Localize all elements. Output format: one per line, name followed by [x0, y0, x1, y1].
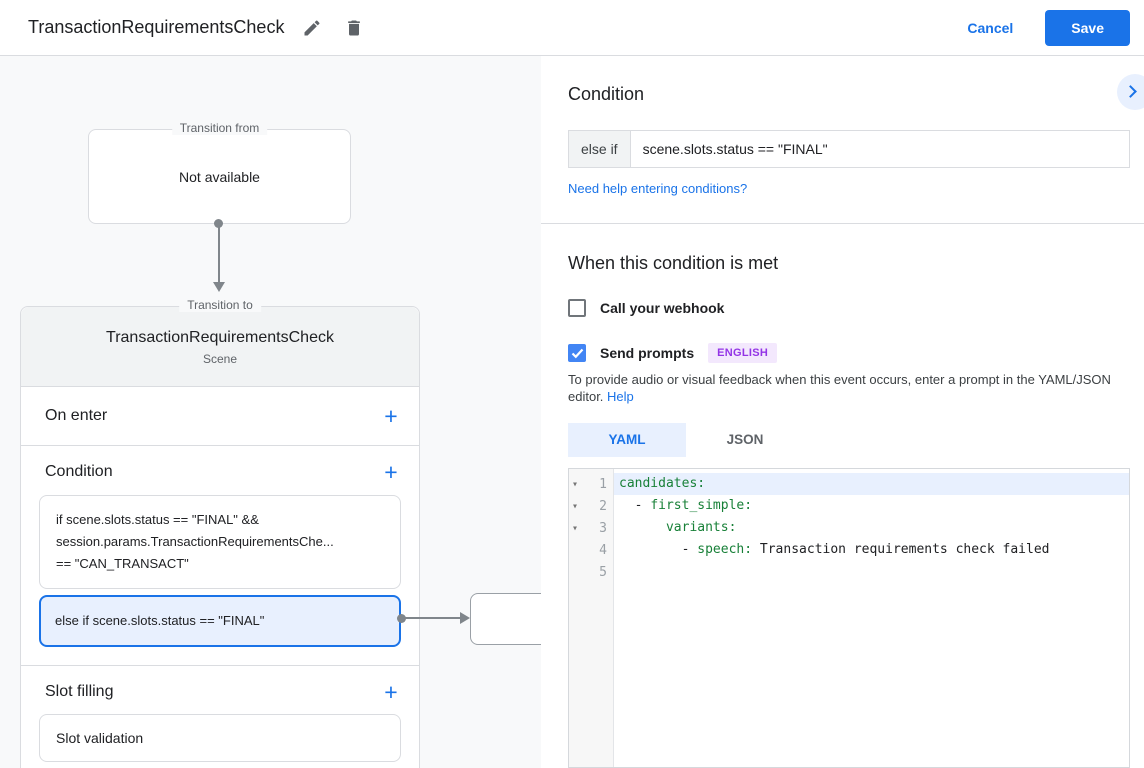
transition-from-content: Not available — [179, 168, 260, 185]
line-number: 5 — [599, 564, 607, 580]
condition-expression-row: else if — [568, 130, 1130, 168]
code-line[interactable]: - speech: Transaction requirements check… — [619, 542, 1050, 557]
connector-line-down — [218, 226, 220, 282]
line-number: 3 — [599, 520, 607, 536]
prompts-description: To provide audio or visual feedback when… — [568, 372, 1130, 405]
slot-item-validation[interactable]: Slot validation — [39, 714, 401, 762]
editor-tabs: YAML JSON — [568, 423, 1130, 457]
fold-arrow-icon[interactable]: ▾ — [572, 500, 579, 512]
condition-prefix-label: else if — [569, 131, 631, 167]
prompts-description-text: To provide audio or visual feedback when… — [568, 372, 1111, 404]
page-title: TransactionRequirementsCheck — [28, 17, 285, 37]
editor-line: 4 - speech: Transaction requirements che… — [569, 539, 1129, 561]
line-number: 1 — [599, 476, 607, 492]
when-met-section: When this condition is met Call your web… — [541, 224, 1144, 768]
on-enter-label: On enter — [45, 407, 108, 424]
collapse-panel-button[interactable] — [1117, 74, 1144, 110]
checkmark-icon — [571, 348, 583, 358]
webhook-label: Call your webhook — [600, 300, 725, 316]
connector-arrow-down-icon — [213, 282, 225, 292]
send-prompts-row: Send prompts ENGLISH — [568, 343, 1130, 363]
condition-editor-section: Condition else if Need help entering con… — [541, 56, 1144, 223]
fold-arrow-icon[interactable]: ▾ — [572, 478, 579, 490]
condition-item-if[interactable]: if scene.slots.status == "FINAL" && sess… — [39, 495, 401, 589]
slot-filling-label: Slot filling — [45, 683, 114, 700]
transition-from-card[interactable]: Transition from Not available — [88, 121, 351, 224]
editor-line: ▾ 3 variants: — [569, 517, 1129, 539]
yaml-editor[interactable]: ▾ 1 candidates: ▾ 2 - first_simple: ▾ — [568, 468, 1130, 768]
header-actions: Cancel Save — [967, 9, 1130, 46]
edit-scene-button[interactable] — [298, 14, 326, 42]
slot-filling-section: Slot filling + Slot validation Transacti… — [21, 666, 419, 768]
send-prompts-checkbox[interactable] — [568, 344, 586, 362]
transition-target-card[interactable] — [470, 593, 541, 645]
code-line[interactable] — [614, 561, 1129, 583]
main-content: Transition from Not available Transition… — [0, 56, 1144, 768]
editor-line: ▾ 2 - first_simple: — [569, 495, 1129, 517]
add-condition-button[interactable]: + — [377, 460, 405, 484]
condition-section: Condition + if scene.slots.status == "FI… — [21, 446, 419, 665]
chevron-right-icon — [1124, 85, 1137, 98]
add-slot-button[interactable]: + — [377, 680, 405, 704]
divider — [21, 665, 419, 666]
condition-label: Condition — [45, 463, 113, 480]
connector-dot — [397, 614, 406, 623]
condition-item-elseif-selected[interactable]: else if scene.slots.status == "FINAL" — [39, 595, 401, 647]
tab-json[interactable]: JSON — [726, 432, 764, 447]
tab-yaml[interactable]: YAML — [568, 423, 686, 457]
editor-line: ▾ 1 candidates: — [569, 473, 1129, 495]
slot-filling-header-row: Slot filling + — [21, 680, 419, 704]
prompts-help-link[interactable]: Help — [607, 388, 634, 404]
condition-line: == "CAN_TRANSACT" — [56, 556, 189, 571]
add-on-enter-button[interactable]: + — [377, 404, 405, 428]
condition-heading: Condition — [568, 84, 645, 104]
transition-to-legend: Transition to — [179, 298, 261, 312]
on-enter-row: On enter + — [21, 387, 419, 445]
scene-card-title: TransactionRequirementsCheck — [106, 329, 334, 346]
code-line[interactable]: - first_simple: — [619, 498, 753, 513]
condition-line: if scene.slots.status == "FINAL" && — [56, 512, 259, 527]
send-prompts-label: Send prompts — [600, 345, 695, 361]
code-line[interactable]: candidates: — [614, 473, 1129, 495]
webhook-row: Call your webhook — [568, 299, 1130, 317]
code-line[interactable]: variants: — [665, 520, 737, 535]
condition-expression-input[interactable] — [630, 131, 1129, 167]
fold-arrow-icon[interactable]: ▾ — [572, 522, 579, 534]
editor-gutter — [569, 469, 614, 767]
connector-line-right — [404, 617, 460, 619]
scene-graph-canvas[interactable]: Transition from Not available Transition… — [0, 56, 541, 768]
delete-scene-button[interactable] — [340, 14, 368, 42]
conditions-help-link[interactable]: Need help entering conditions? — [568, 181, 748, 196]
connector-dot — [214, 219, 223, 228]
language-badge: ENGLISH — [708, 343, 778, 363]
connector-arrow-right-icon — [460, 612, 470, 624]
line-number: 2 — [599, 498, 607, 514]
transition-from-legend: Transition from — [171, 121, 268, 135]
transition-to-card: Transition to TransactionRequirementsChe… — [20, 298, 420, 768]
cancel-button[interactable]: Cancel — [967, 19, 1014, 36]
trash-icon — [348, 20, 361, 35]
scene-card-header[interactable]: TransactionRequirementsCheck Scene — [21, 307, 419, 387]
webhook-checkbox[interactable] — [568, 299, 586, 317]
line-number: 4 — [599, 542, 607, 558]
condition-header-row: Condition + — [21, 460, 419, 484]
scene-card-subtitle: Scene — [202, 352, 238, 366]
top-bar: TransactionRequirementsCheck Cancel Save — [0, 0, 1144, 56]
save-button[interactable]: Save — [1045, 9, 1130, 46]
condition-editor-panel: Condition else if Need help entering con… — [541, 56, 1144, 768]
divider — [541, 223, 1144, 224]
when-met-heading: When this condition is met — [568, 253, 779, 273]
divider — [21, 445, 419, 446]
condition-line: session.params.TransactionRequirementsCh… — [56, 534, 334, 549]
editor-line: 5 — [569, 561, 1129, 583]
pencil-icon — [304, 19, 320, 35]
